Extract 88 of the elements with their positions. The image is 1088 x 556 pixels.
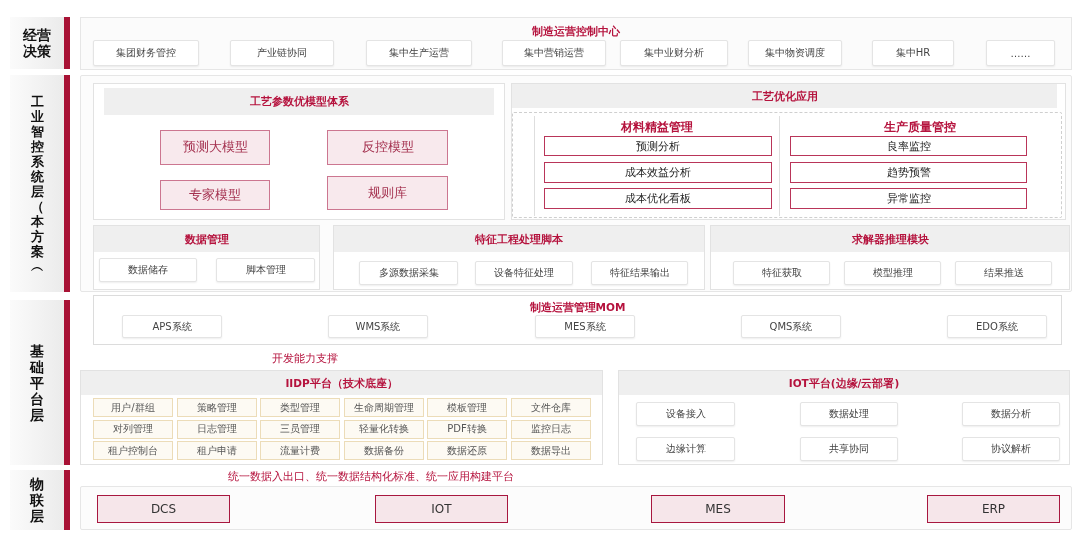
- feature-tile: 文件仓库: [510, 398, 591, 417]
- panel-heading: 制造运营管理MOM: [529, 300, 626, 315]
- module-heading: IOT平台(边缘/云部署): [619, 371, 1069, 395]
- feature-tile: 租户申请: [176, 441, 257, 460]
- model-card: 规则库: [327, 176, 448, 210]
- feature-tile: 轻量化转换: [343, 419, 424, 439]
- module-panel: [93, 225, 320, 290]
- layer-label: 工业智控系统层（本方案︵: [10, 75, 70, 292]
- panel-heading: 制造运营控制中心: [532, 24, 620, 39]
- function-tile: 特征获取: [733, 261, 830, 285]
- function-tile: MES系统: [535, 315, 635, 338]
- function-tile: 协议解析: [962, 437, 1060, 461]
- feature-tile: 三员管理: [260, 419, 340, 439]
- layer-panel: [80, 75, 1072, 292]
- function-tile: 数据处理: [800, 402, 898, 426]
- module-panel: [333, 225, 705, 290]
- feature-tile: PDF转换: [427, 419, 507, 439]
- feature-tile: 数据还原: [427, 441, 507, 460]
- dashed-frame: [512, 112, 1062, 218]
- column-heading: 材料精益管理: [620, 119, 693, 136]
- layer-label: 经营决策: [10, 17, 70, 69]
- function-tile: 共享协同: [800, 437, 898, 461]
- module-heading: 工艺参数优模型体系: [104, 88, 494, 115]
- function-item: 良率监控: [790, 136, 1027, 156]
- feature-tile: 数据导出: [510, 441, 591, 460]
- module-heading: 特征工程处理脚本: [334, 226, 704, 252]
- module-panel: [93, 83, 505, 220]
- layer-panel: [80, 486, 1072, 530]
- function-tile: 多源数据采集: [359, 261, 458, 285]
- module-panel: [93, 295, 1062, 345]
- function-tile: ……: [986, 40, 1055, 66]
- layer-label: 基础平台层: [10, 300, 70, 465]
- function-tile: 集团财务管控: [93, 40, 199, 66]
- module-panel: [618, 370, 1070, 465]
- layer-label: 物联层: [10, 470, 70, 530]
- function-tile: 设备特征处理: [475, 261, 573, 285]
- function-item: 成本优化看板: [544, 188, 772, 209]
- feature-tile: 模板管理: [427, 398, 507, 417]
- feature-tile: 用户/群组: [93, 398, 173, 417]
- function-tile: EDO系统: [947, 315, 1047, 338]
- function-tile: 集中HR: [872, 40, 954, 66]
- function-item: 成本效益分析: [544, 162, 772, 183]
- module-heading: 数据管理: [94, 226, 319, 252]
- function-tile: 产业链协同: [230, 40, 334, 66]
- function-tile: 集中物资调度: [748, 40, 842, 66]
- column-heading: 生产质量管控: [883, 119, 956, 136]
- function-tile: 结果推送: [955, 261, 1052, 285]
- feature-tile: 生命周期管理: [343, 398, 424, 417]
- feature-tile: 策略管理: [176, 398, 257, 417]
- system-tag: MES: [651, 495, 785, 523]
- system-tag: DCS: [97, 495, 230, 523]
- model-card: 反控模型: [327, 130, 448, 165]
- function-item: 趋势预警: [790, 162, 1027, 183]
- feature-tile: 日志管理: [176, 419, 257, 439]
- function-tile: APS系统: [122, 315, 222, 338]
- module-panel: [710, 225, 1070, 290]
- function-tile: 集中营销运营: [502, 40, 606, 66]
- module-heading: 工艺优化应用: [512, 84, 1057, 108]
- module-panel: [80, 370, 603, 465]
- function-tile: WMS系统: [328, 315, 428, 338]
- system-tag: IOT: [375, 495, 508, 523]
- function-item: 异常监控: [790, 188, 1027, 209]
- annotation-note: 统一数据入出口、统一数据结构化标准、统一应用构建平台: [228, 470, 514, 483]
- function-tile: 模型推理: [844, 261, 941, 285]
- feature-tile: 类型管理: [260, 398, 340, 417]
- annotation-note: 开发能力支撑: [272, 352, 338, 365]
- feature-tile: 数据备份: [343, 441, 424, 460]
- feature-tile: 租户控制台: [93, 441, 173, 460]
- function-tile: 特征结果输出: [591, 261, 688, 285]
- function-tile: 脚本管理: [216, 258, 315, 282]
- function-tile: 集中生产运营: [366, 40, 472, 66]
- model-card: 预测大模型: [160, 130, 270, 165]
- function-tile: QMS系统: [741, 315, 841, 338]
- module-panel: [511, 83, 1066, 220]
- function-tile: 集中业财分析: [620, 40, 728, 66]
- feature-tile: 监控日志: [510, 419, 591, 439]
- function-item: 预测分析: [544, 136, 772, 156]
- function-tile: 边缘计算: [636, 437, 735, 461]
- function-tile: 数据分析: [962, 402, 1060, 426]
- function-tile: 设备接入: [636, 402, 735, 426]
- module-heading: IIDP平台（技术底座）: [81, 371, 602, 395]
- model-card: 专家模型: [160, 180, 270, 210]
- layer-panel: [80, 17, 1072, 70]
- module-heading: 求解器推理模块: [711, 226, 1069, 252]
- feature-tile: 流量计费: [260, 441, 340, 460]
- system-tag: ERP: [927, 495, 1060, 523]
- feature-tile: 对列管理: [93, 419, 173, 439]
- function-tile: 数据储存: [99, 258, 197, 282]
